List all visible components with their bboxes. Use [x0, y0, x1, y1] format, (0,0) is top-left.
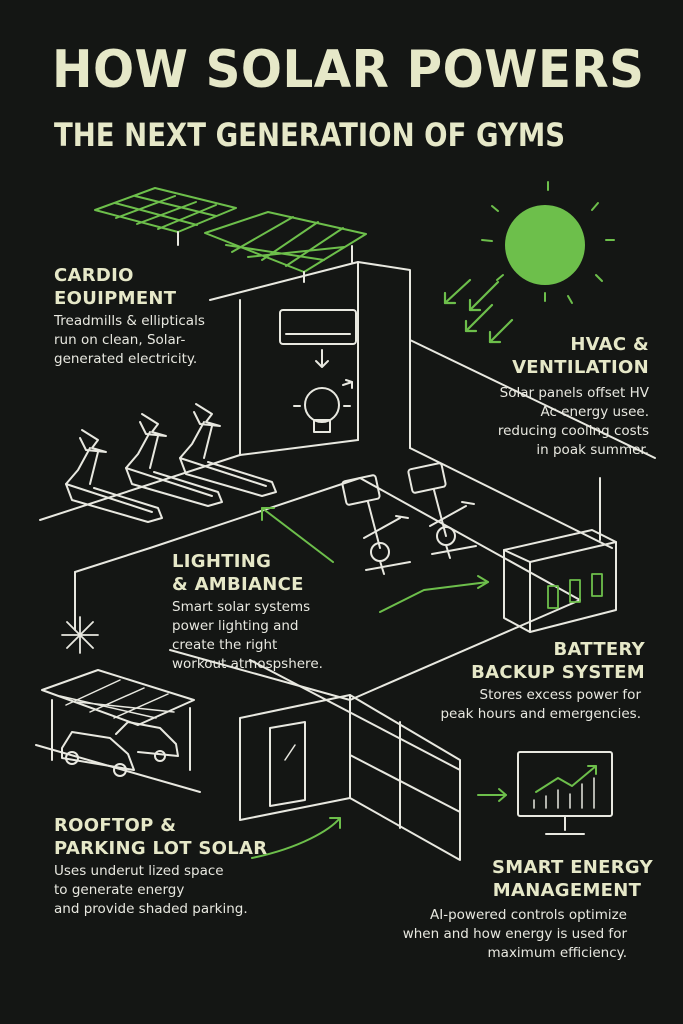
- smart-heading: SMART ENERGY MANAGEMENT: [492, 857, 653, 901]
- lightbulb-icon: [293, 379, 353, 433]
- connector-arrows: [251, 507, 507, 859]
- battery-text: Stores excess power for peak hours and e…: [440, 687, 641, 722]
- air-conditioner-icon: [279, 309, 357, 368]
- snowflake-icon: [61, 616, 99, 654]
- lighting-heading: LIGHTING & AMBIANCE: [172, 551, 304, 595]
- building-outline: [39, 261, 656, 861]
- battery-heading: BATTERY BACKUP SYSTEM: [471, 639, 645, 683]
- cardio-heading: CARDIO EOUIPMENT: [54, 265, 177, 309]
- sun-icon: [481, 181, 615, 304]
- car-icon: [61, 721, 179, 777]
- page-title: HOW SOLAR POWERS: [52, 40, 645, 100]
- page-subtitle: THE NEXT GENERATION OF GYMS: [54, 116, 566, 154]
- solar-panel-icon: [94, 187, 367, 283]
- battery-icon: [503, 529, 617, 633]
- hvac-heading: HVAC & VENTILATION: [512, 334, 649, 378]
- treadmill-icon: [65, 403, 277, 523]
- carport-icon: [35, 669, 201, 793]
- monitor-chart-icon: [517, 751, 613, 835]
- smart-text: AI-powered controls optimize when and ho…: [402, 907, 627, 961]
- hvac-text: Solar panels offset HV Ac energy usee. r…: [497, 385, 649, 458]
- rooftop-text: Uses underut lized space to generate ene…: [54, 863, 248, 917]
- lighting-text: Smart solar systems power lighting and c…: [172, 599, 323, 672]
- rooftop-heading: ROOFTOP & PARKING LOT SOLAR: [54, 815, 268, 859]
- cardio-text: Treadmills & ellipticals run on clean, S…: [54, 313, 205, 367]
- exercise-bike-icon: [341, 462, 477, 575]
- sunray-arrows: [443, 278, 514, 344]
